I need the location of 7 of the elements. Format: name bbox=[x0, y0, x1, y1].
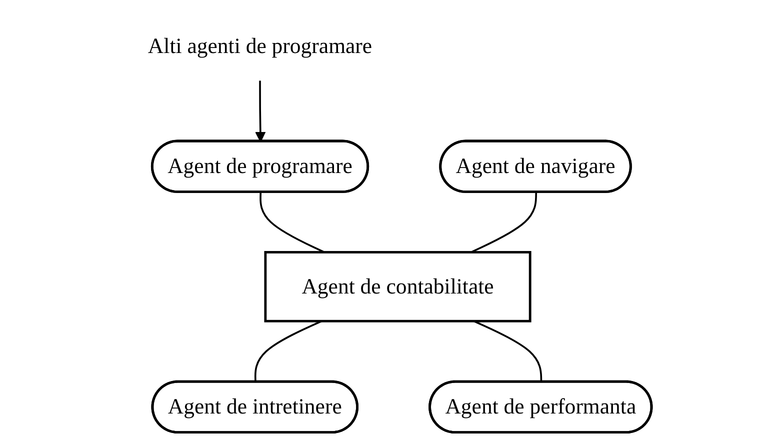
connector bbox=[260, 192, 325, 254]
connector bbox=[254, 320, 322, 382]
node-box: Agent de contabilitate bbox=[264, 251, 532, 322]
arrow bbox=[255, 80, 266, 142]
node-text: Alti agenti de programare bbox=[148, 33, 372, 58]
connector bbox=[473, 320, 542, 382]
connector bbox=[470, 192, 537, 254]
